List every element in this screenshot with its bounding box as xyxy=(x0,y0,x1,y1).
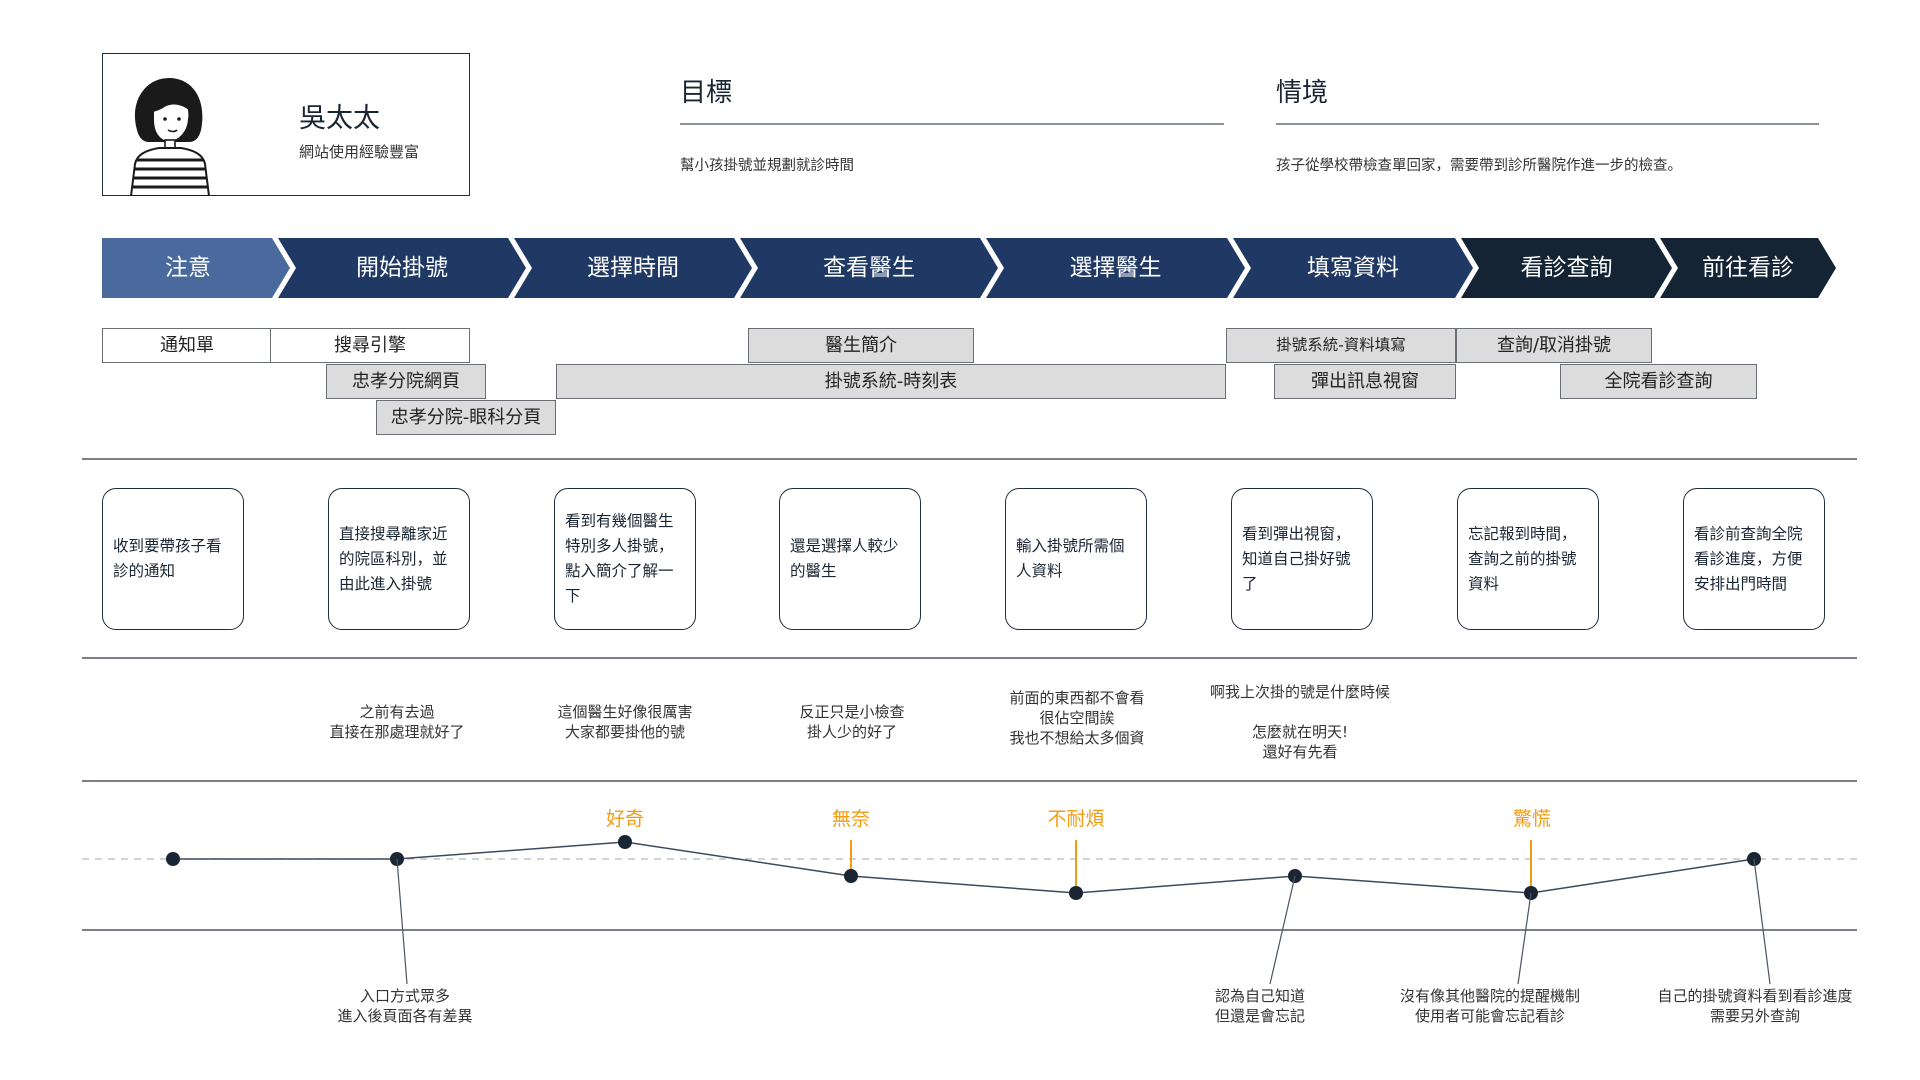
action-card-4: 還是選擇人較少的醫生 xyxy=(779,488,921,630)
emotion-label-curious: 好奇 xyxy=(605,808,644,830)
pain-point-3: 沒有像其他醫院的提醒機制 使用者可能會忘記看診 xyxy=(1399,987,1580,1025)
goal-heading: 目標 xyxy=(680,78,733,108)
pain-leader-2 xyxy=(1269,875,1296,985)
action-card-8: 看診前查詢全院看診進度，方便安排出門時間 xyxy=(1683,488,1825,630)
stage-label-3: 選擇時間 xyxy=(587,255,679,281)
stage-label-5: 選擇醫生 xyxy=(1069,255,1162,281)
persona-card: 吳太太 網站使用經驗豐富 xyxy=(102,53,470,196)
goal-text: 幫小孩掛號並規劃就診時間 xyxy=(680,158,854,174)
divider-4 xyxy=(82,929,1857,931)
emotion-point-3 xyxy=(618,835,632,849)
emotion-line xyxy=(173,841,1755,894)
persona-name: 吳太太 xyxy=(299,103,380,134)
scenario-text: 孩子從學校帶檢查單回家，需要帶到診所醫院作進一步的檢查。 xyxy=(1276,158,1682,174)
touchpoint-notice: 通知單 xyxy=(102,328,272,363)
touchpoint-query-cancel: 查詢/取消掛號 xyxy=(1456,328,1652,363)
thought-4: 前面的東西都不會看 很佔空間誒 我也不想給太多個資 xyxy=(1009,689,1145,747)
touchpoint-popup: 彈出訊息視窗 xyxy=(1274,364,1456,399)
stage-label-7: 看診查詢 xyxy=(1520,255,1613,281)
pain-point-1: 入口方式眾多 進入後頁面各有差異 xyxy=(337,987,473,1025)
stage-label-2: 開始掛號 xyxy=(356,255,448,281)
emotion-label-helpless: 無奈 xyxy=(831,808,870,830)
scenario-rule xyxy=(1276,123,1819,125)
stage-label-1: 注意 xyxy=(165,255,211,281)
pain-leader-4 xyxy=(1753,858,1771,985)
divider-1 xyxy=(82,458,1857,460)
action-text-3: 看到有幾個醫生特別多人掛號，點入簡介了解一下 xyxy=(565,512,674,605)
emotion-label-impatient: 不耐煩 xyxy=(1047,808,1105,830)
scenario-heading: 情境 xyxy=(1276,78,1329,108)
emotion-point-1 xyxy=(166,852,180,866)
action-text-2: 直接搜尋離家近的院區科別，並由此進入掛號 xyxy=(339,524,448,593)
pain-point-4: 自己的掛號資料看到看診進度 需要另外查詢 xyxy=(1657,987,1853,1025)
touchpoint-timetable: 掛號系統-時刻表 xyxy=(556,364,1226,399)
touchpoint-search-engine: 搜尋引擎 xyxy=(270,328,470,363)
pain-point-2: 認為自己知道 但還是會忘記 xyxy=(1214,987,1305,1025)
emotion-point-4 xyxy=(844,869,858,883)
touchpoint-branch-site: 忠孝分院網頁 xyxy=(326,364,486,399)
action-card-3: 看到有幾個醫生特別多人掛號，點入簡介了解一下 xyxy=(554,488,696,630)
stage-label-4: 查看醫生 xyxy=(823,255,915,281)
action-text-5: 輸入掛號所需個人資料 xyxy=(1016,537,1125,580)
action-card-7: 忘記報到時間，查詢之前的掛號資料 xyxy=(1457,488,1599,630)
thought-1: 之前有去過 直接在那處理就好了 xyxy=(329,703,465,741)
touchpoint-doctor-profile: 醫生簡介 xyxy=(748,328,974,363)
divider-2 xyxy=(82,657,1857,659)
action-card-1: 收到要帶孩子看診的通知 xyxy=(102,488,244,630)
persona-avatar-icon xyxy=(129,78,211,196)
action-card-2: 直接搜尋離家近的院區科別，並由此進入掛號 xyxy=(328,488,470,630)
action-text-7: 忘記報到時間，查詢之前的掛號資料 xyxy=(1468,524,1577,593)
touchpoint-data-entry: 掛號系統-資料填寫 xyxy=(1226,328,1456,363)
emotion-label-panic: 驚慌 xyxy=(1512,808,1551,830)
persona-description: 網站使用經驗豐富 xyxy=(299,143,420,161)
action-text-1: 收到要帶孩子看診的通知 xyxy=(113,537,222,580)
emotion-point-5 xyxy=(1069,886,1083,900)
thought-3: 反正只是小檢查 掛人少的好了 xyxy=(799,703,905,741)
pain-leader-1 xyxy=(396,858,408,985)
action-text-4: 還是選擇人較少的醫生 xyxy=(790,537,899,580)
divider-3 xyxy=(82,780,1857,782)
goal-rule xyxy=(680,123,1224,125)
stage-label-6: 填寫資料 xyxy=(1307,255,1399,281)
action-card-6: 看到彈出視窗，知道自己掛好號了 xyxy=(1231,488,1373,630)
action-text-8: 看診前查詢全院看診進度，方便安排出門時間 xyxy=(1694,524,1803,593)
touchpoint-ophthalmology-page: 忠孝分院-眼科分頁 xyxy=(376,400,556,435)
touchpoint-progress-query: 全院看診查詢 xyxy=(1560,364,1757,399)
action-card-5: 輸入掛號所需個人資料 xyxy=(1005,488,1147,630)
pain-leader-3 xyxy=(1517,892,1532,985)
stage-label-8: 前往看診 xyxy=(1702,255,1794,281)
thought-5: 啊我上次掛的號是什麼時候 怎麼就在明天! 還好有先看 xyxy=(1209,683,1390,761)
action-text-6: 看到彈出視窗，知道自己掛好號了 xyxy=(1242,524,1351,593)
thought-2: 這個醫生好像很厲害 大家都要掛他的號 xyxy=(557,703,693,741)
